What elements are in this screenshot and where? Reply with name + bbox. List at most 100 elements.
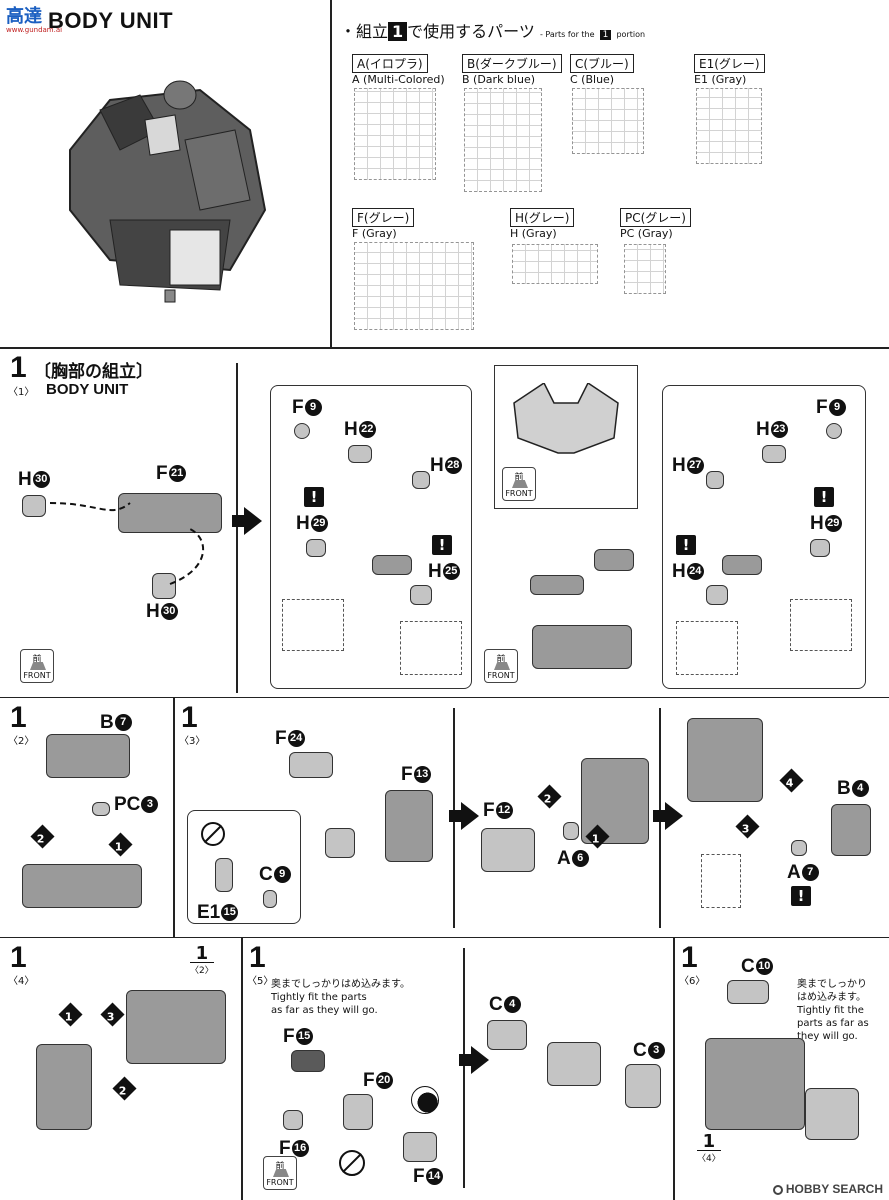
front-mid-en: FRONT <box>487 671 515 680</box>
page-title: BODY UNIT <box>48 8 174 33</box>
label-h29-right-letter: H <box>810 513 824 534</box>
warn-icon-right: ! <box>814 487 834 507</box>
hero-panel: 高達 www.gundam.ai BODY UNIT <box>0 0 331 348</box>
label-f12-letter: F <box>483 800 495 821</box>
step4-ref-num: 1 <box>190 945 214 963</box>
runner-b-label: B(ダークブルー) B (Dark blue) <box>462 54 562 86</box>
detail-box-right-b <box>676 621 738 675</box>
step3-marker-4: 4 <box>779 768 804 793</box>
step4-panel: 1 〈4〉 1 〈2〉 1 3 2 <box>0 938 242 1200</box>
part-h27 <box>706 471 724 489</box>
label-a6-letter: A <box>557 848 571 869</box>
step6-note-jp-2: はめ込みます。 <box>797 992 866 1003</box>
label-f9-right-num: 9 <box>828 399 846 417</box>
runner-c-sprue <box>572 88 644 154</box>
part-step6-shoulder <box>805 1088 859 1140</box>
part-f9-left <box>294 423 310 439</box>
step5-front-en: FRONT <box>266 1178 294 1187</box>
step3-marker-3-text: 3 <box>741 822 750 836</box>
label-f20-num: 20 <box>375 1072 393 1090</box>
part-f16 <box>283 1110 303 1130</box>
label-f24-num: 24 <box>287 730 305 748</box>
site-logo: 高達 www.gundam.ai <box>6 8 63 35</box>
label-a6-num: 6 <box>571 850 589 868</box>
step4-marker-1: 1 <box>58 1002 83 1027</box>
label-c9-letter: C <box>259 864 273 885</box>
step1-divider <box>236 363 238 693</box>
part-c3 <box>625 1064 661 1108</box>
label-h29-left-letter: H <box>296 513 310 534</box>
label-h24-num: 24 <box>686 563 704 581</box>
label-h24-letter: H <box>672 561 686 582</box>
label-e1-15-letter: E1 <box>197 902 221 923</box>
warn-icon-right-b: ! <box>676 535 696 555</box>
step4-ref-sub: 〈2〉 <box>190 966 214 976</box>
step2-sub: 〈2〉 <box>8 736 35 747</box>
part-step3-result <box>687 718 763 802</box>
part-arm-left <box>372 555 412 575</box>
label-f15-letter: F <box>283 1026 295 1047</box>
step4-marker-2: 2 <box>112 1076 137 1101</box>
runner-f-jp: F(グレー) <box>352 208 415 227</box>
label-f12-num: 12 <box>495 802 513 820</box>
label-c4-num: 4 <box>503 996 521 1014</box>
warn-icon-left: ! <box>304 487 324 507</box>
step1-center-part <box>513 383 619 454</box>
credit-text: HOBBY SEARCH <box>785 1182 883 1196</box>
part-h28 <box>412 471 430 489</box>
label-f15-num: 15 <box>295 1028 313 1046</box>
step3-detail-dashed <box>701 854 741 908</box>
label-h30-a-letter: H <box>18 469 32 490</box>
label-f14-num: 14 <box>425 1168 443 1186</box>
part-arm-right <box>722 555 762 575</box>
step6-ref-sub: 〈4〉 <box>697 1154 721 1164</box>
label-c3-num: 3 <box>647 1042 665 1060</box>
step2-num: 1 <box>10 701 27 734</box>
label-h30-a-num: 30 <box>32 471 50 489</box>
hobby-search-logo-icon <box>772 1184 783 1195</box>
part-c9 <box>263 890 277 908</box>
step2-marker-1-text: 1 <box>114 840 123 854</box>
part-f21 <box>118 493 222 533</box>
step4-marker-1-text: 1 <box>64 1010 73 1024</box>
runner-f-en: F (Gray) <box>352 227 397 240</box>
step5-front-arrow-icon <box>273 1169 289 1177</box>
logo-url: www.gundam.ai <box>6 26 63 34</box>
detail-box-left-b <box>400 621 462 675</box>
step3-sub: 〈3〉 <box>179 736 206 747</box>
label-h28-num: 28 <box>444 457 462 475</box>
step2-marker-2-text: 2 <box>36 832 45 846</box>
runner-h-jp: H(グレー) <box>510 208 575 227</box>
part-f9-right <box>826 423 842 439</box>
step3-marker-4-text: 4 <box>785 776 794 790</box>
part-b4 <box>831 804 871 856</box>
step4-marker-3: 3 <box>100 1002 125 1027</box>
hobby-search-credit: HOBBY SEARCH <box>772 1182 883 1196</box>
runner-e1-sprue <box>696 88 762 164</box>
label-b7-num: 7 <box>114 714 132 732</box>
front-mid-arrow-icon <box>494 662 510 670</box>
step6-note-en-1: Tightly fit the <box>797 1005 864 1016</box>
label-c10-num: 10 <box>755 958 773 976</box>
label-b7-letter: B <box>100 712 114 733</box>
label-h27-num: 27 <box>686 457 704 475</box>
step4-num: 1 <box>10 941 27 974</box>
body-unit-illustration <box>69 80 267 303</box>
step5-front-jp: 前 <box>275 1162 285 1172</box>
part-h29-left <box>306 539 326 557</box>
part-f13 <box>385 790 433 862</box>
label-pc3-num: 3 <box>141 796 159 814</box>
label-f13-num: 13 <box>413 766 431 784</box>
step6-ref: 1 〈4〉 <box>697 1133 721 1164</box>
step1-title-en: BODY UNIT <box>46 381 129 398</box>
